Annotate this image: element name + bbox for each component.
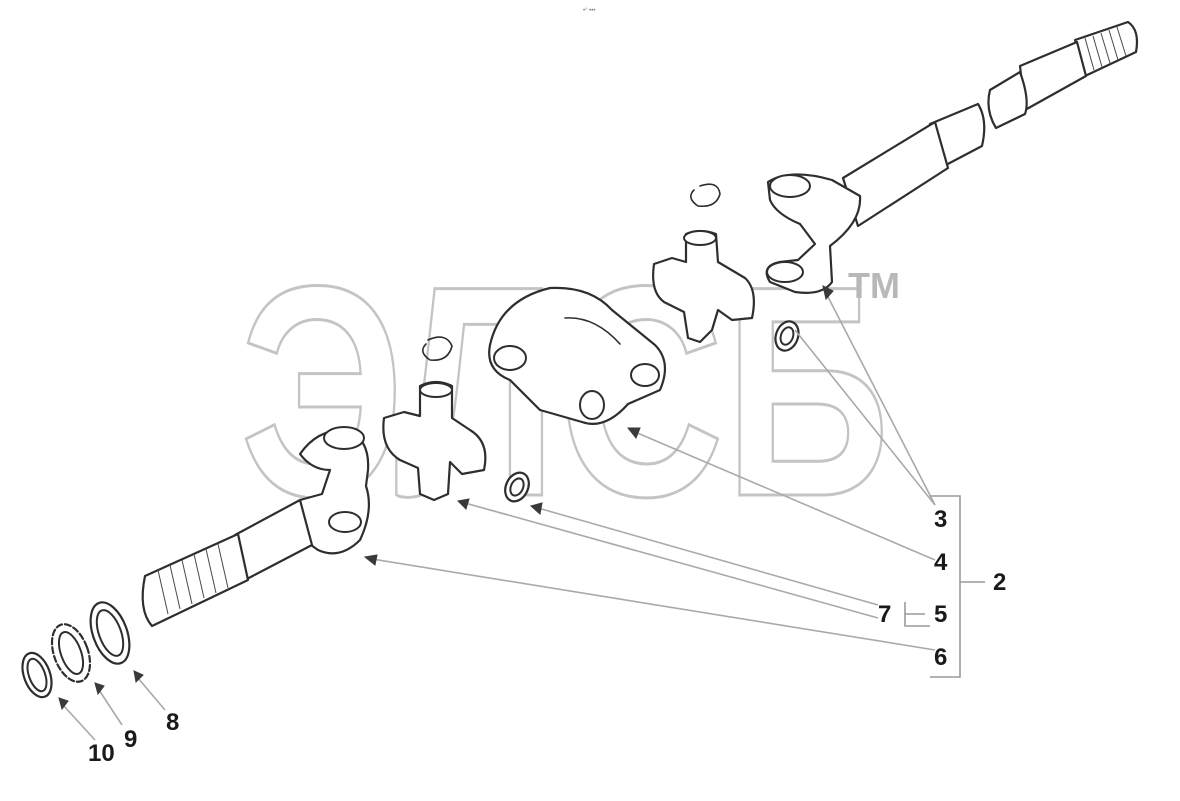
short-axle-shaft (141, 426, 371, 628)
watermark-tm: TM (848, 265, 900, 306)
retaining-ring-10 (21, 651, 53, 699)
upper-snap-ring (690, 183, 721, 208)
leader-lines (58, 285, 936, 741)
upper-cross (652, 229, 755, 344)
long-axle-shaft (841, 20, 1139, 228)
center-coupling-yoke (488, 286, 667, 425)
callout-9: 9 (124, 726, 137, 753)
assembly-brackets (904, 495, 985, 678)
long-shaft-splines (1084, 26, 1127, 71)
short-shaft-splines (157, 543, 229, 615)
lower-cross (382, 380, 487, 502)
washer-8 (89, 601, 131, 665)
header-text: •° ••• (583, 8, 595, 14)
callout-4: 4 (934, 549, 948, 576)
callout-2: 2 (993, 569, 1006, 596)
callout-numbers: 2 3 4 5 6 7 8 9 10 (88, 506, 1006, 767)
lock-washer-9 (50, 623, 92, 683)
lower-snap-ring (422, 336, 453, 362)
upper-yoke (765, 173, 862, 294)
callout-6: 6 (934, 644, 947, 671)
callout-3: 3 (934, 506, 947, 533)
lower-bearing-ring (504, 471, 530, 503)
callout-10: 10 (88, 740, 115, 767)
callout-7: 7 (878, 601, 891, 628)
upper-bearing-ring (774, 320, 800, 352)
callout-8: 8 (166, 709, 179, 736)
callout-5: 5 (934, 601, 947, 628)
